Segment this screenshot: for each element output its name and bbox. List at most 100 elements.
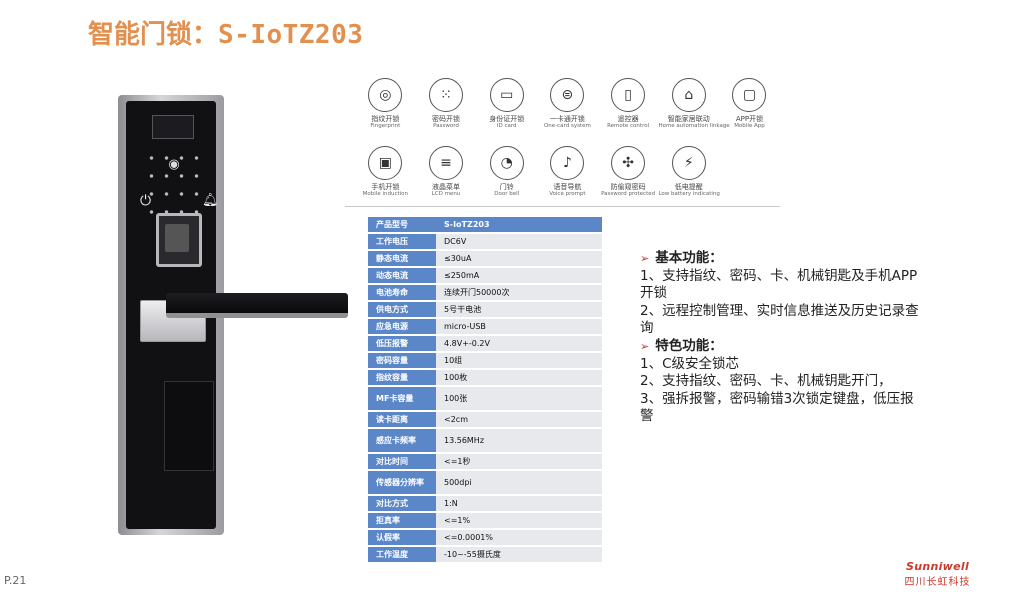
special-item: 2、支持指纹、密码、卡、机械钥匙开门， — [640, 373, 892, 390]
feature-label-en: Home automation linkage — [658, 123, 730, 129]
spec-value: <2cm — [436, 412, 602, 427]
feature-label-zh: 门铃 — [499, 183, 514, 191]
spec-key: 静态电流 — [368, 251, 436, 266]
special-heading: 特色功能： — [655, 337, 723, 354]
spec-value: micro-USB — [436, 319, 602, 334]
special-heading-line: ➢特色功能： — [640, 338, 925, 356]
spec-key: 读卡距离 — [368, 412, 436, 427]
page-title: 智能门锁：S-IoTZ203 — [88, 14, 363, 51]
door-bell-icon: ◔ — [489, 146, 524, 180]
power-icon: ⏻ — [140, 193, 152, 209]
spec-value: ≤30uA — [436, 251, 602, 266]
feature-label-zh: 液晶菜单 — [432, 183, 461, 191]
spec-key: 拒真率 — [368, 513, 436, 528]
spec-key: 密码容量 — [368, 353, 436, 368]
feature-label-zh: 遥控器 — [617, 115, 639, 123]
remote-control-icon: ▯ — [611, 78, 646, 112]
spec-header-value: S-IoTZ203 — [436, 217, 602, 232]
spec-key: 传感器分辨率 — [368, 471, 436, 494]
password-protected-icon: ✣ — [611, 146, 646, 180]
spec-header-row: 产品型号 S-IoTZ203 — [368, 217, 602, 232]
feature-label-en: Door bell — [494, 191, 520, 197]
spec-value: 5号干电池 — [436, 302, 602, 317]
spec-value: 10组 — [436, 353, 602, 368]
feature-label-en: Fingerprint — [370, 123, 401, 129]
page-number: P.21 — [4, 574, 27, 587]
feature-label-en: Mobile App — [734, 123, 765, 129]
feature-label-zh: 一卡通开锁 — [549, 115, 585, 123]
lcd-menu-icon: ≡ — [429, 146, 464, 180]
company-logo: Sunniwell 四川长虹科技 — [870, 560, 1005, 588]
feature-label-zh: 防偷窥密码 — [610, 183, 646, 191]
spec-value: 4.8V+-0.2V — [436, 336, 602, 351]
feature-label-zh: 指纹开锁 — [371, 115, 400, 123]
title-model: S-IoTZ203 — [218, 20, 364, 50]
door-lock-image: ◉ ⏻ 🔔︎ — [118, 95, 348, 540]
logo-text-en: Sunniwell — [905, 560, 970, 573]
feature-label-en: LCD menu — [431, 191, 461, 197]
feature-label-zh: 身份证开锁 — [489, 115, 525, 123]
feature-label-zh: APP开锁 — [735, 115, 764, 123]
spec-value: <=1% — [436, 513, 602, 528]
spec-value: 13.56MHz — [436, 429, 602, 452]
lock-handle-edge — [166, 313, 348, 318]
lock-display — [152, 115, 194, 139]
basic-item: 2、远程控制管理、实时信息推送及历史记录查询 — [640, 302, 919, 337]
logo-text-cn: 四川长虹科技 — [904, 577, 971, 588]
spec-key: 对比方式 — [368, 496, 436, 511]
mobile-induction-icon: ▣ — [368, 146, 403, 180]
feature-label-zh: 手机开锁 — [371, 183, 400, 191]
special-item: 3、强拆报警，密码输错3次锁定键盘，低压报警 — [640, 390, 914, 425]
feature-label-en: Password protected — [601, 191, 656, 197]
spec-key: 工作电压 — [368, 234, 436, 249]
spec-value: <=1秒 — [436, 454, 602, 469]
spec-key: 低压报警 — [368, 336, 436, 351]
rfid-icon: ◉ — [168, 157, 180, 172]
feature-label-zh: 低电提醒 — [674, 183, 703, 191]
lock-keypad — [144, 149, 206, 219]
spec-value: ≤250mA — [436, 268, 602, 283]
spec-value: 500dpi — [436, 471, 602, 494]
spec-key: 应急电源 — [368, 319, 436, 334]
home-automation-icon: ⌂ — [671, 78, 706, 112]
feature-label-zh: 智能家居联动 — [667, 115, 710, 123]
mobile-app-icon: ▢ — [732, 78, 767, 112]
spec-row: 读卡距离<2cm — [368, 412, 602, 427]
feature-label-en: Password — [433, 123, 459, 129]
spec-value: 连续开门50000次 — [436, 285, 602, 300]
spec-row: 对比时间<=1秒 — [368, 454, 602, 469]
spec-key: 供电方式 — [368, 302, 436, 317]
basic-item: 1、支持指纹、密码、卡、机械钥匙及手机APP开锁 — [640, 267, 918, 302]
spec-row: 认假率<=0.0001% — [368, 530, 602, 545]
spec-key: 对比时间 — [368, 454, 436, 469]
basic-heading-line: ➢基本功能： — [640, 250, 925, 268]
voice-prompt-icon: ♪ — [550, 146, 585, 180]
bell-icon: 🔔︎ — [202, 193, 219, 208]
keyhole-plate — [164, 381, 214, 471]
spec-value: <=0.0001% — [436, 530, 602, 545]
low-battery-icon: ⚡ — [671, 146, 706, 180]
feature-description: ➢基本功能： 1、支持指纹、密码、卡、机械钥匙及手机APP开锁 2、远程控制管理… — [640, 250, 925, 426]
keypad-icon: ⁙ — [429, 78, 464, 112]
spec-key: 指纹容量 — [368, 370, 436, 385]
feature-label-en: Voice prompt — [549, 191, 586, 197]
spec-value: 100枚 — [436, 370, 602, 385]
